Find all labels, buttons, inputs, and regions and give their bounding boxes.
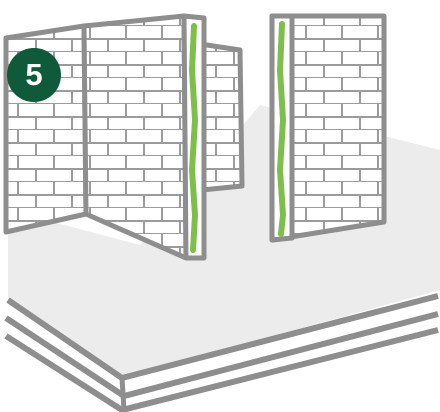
step-number: 5 [25,57,43,92]
brick-wall-panel-right [269,13,387,243]
step-number-badge: 5 [7,48,61,102]
adhesive-bead-icon [276,21,287,237]
adhesive-bead-icon [188,23,199,253]
brick-wall-panel-middle [81,13,207,261]
